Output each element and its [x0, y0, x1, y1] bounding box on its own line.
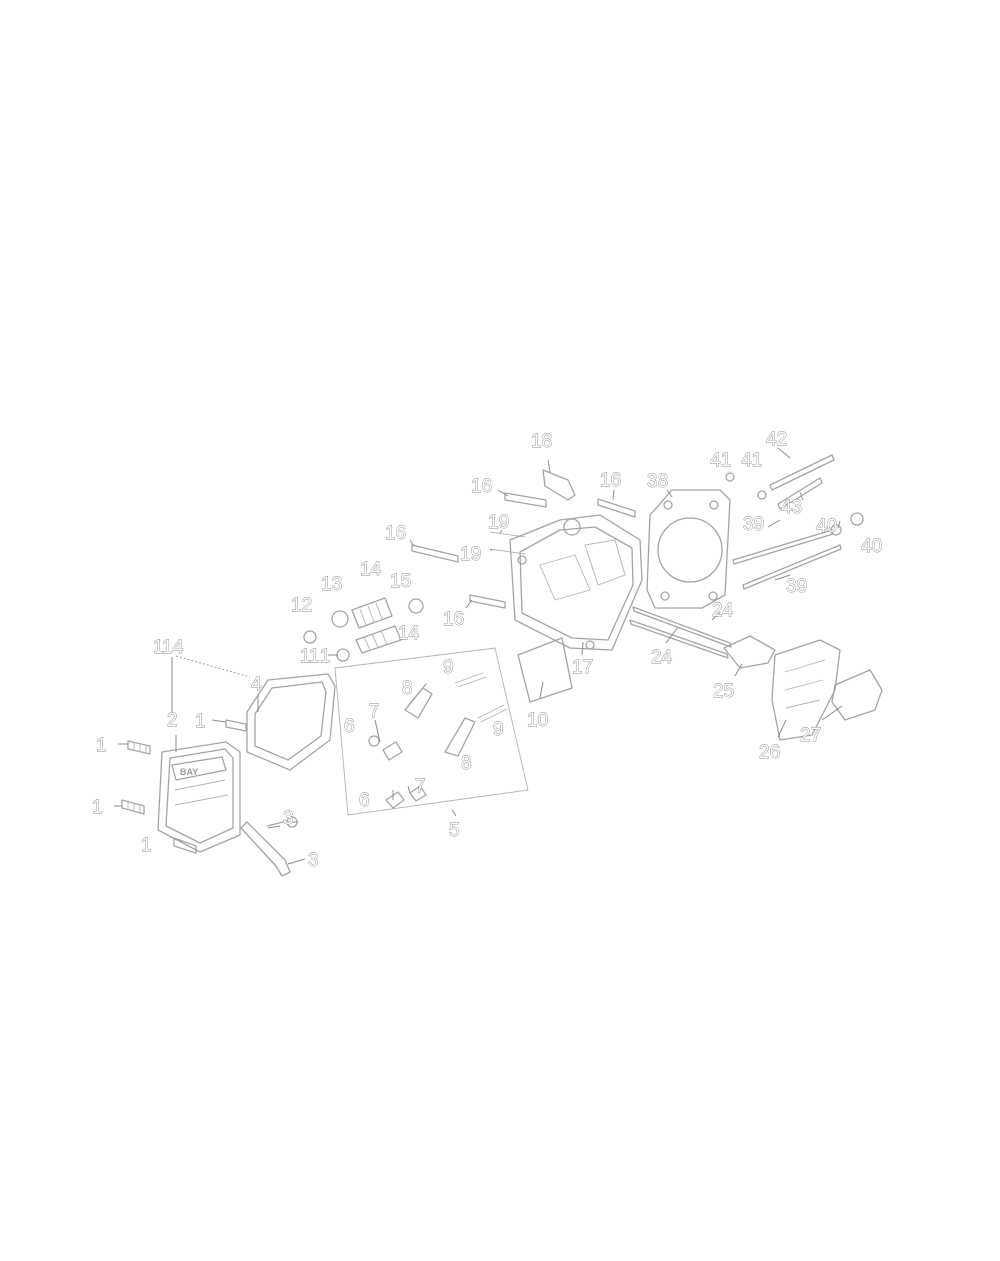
- callout-1: 1: [96, 735, 107, 756]
- callout-1: 1: [320, 646, 331, 667]
- callout-6: 6: [344, 716, 355, 737]
- spark-plug-part: [542, 469, 576, 501]
- callout-14: 14: [360, 559, 382, 580]
- rocker-assembly-part: [368, 672, 508, 809]
- valve-cover-part: BAY: [157, 741, 241, 853]
- callout-6: 6: [359, 790, 370, 811]
- callout-1: 1: [141, 835, 152, 856]
- callout-7: 7: [369, 701, 380, 722]
- leader-lines: [114, 447, 843, 865]
- callout-7: 7: [415, 776, 426, 797]
- callout-3: 3: [283, 808, 294, 829]
- callout-42: 42: [766, 429, 787, 450]
- callout-12: 12: [291, 595, 312, 616]
- callout-40: 40: [816, 516, 837, 537]
- callout-2: 2: [167, 710, 178, 731]
- cover-gasket-part: [246, 673, 336, 771]
- callout-19: 19: [488, 512, 509, 533]
- callout-14: 14: [398, 623, 420, 644]
- svg-text:BAY: BAY: [180, 767, 198, 777]
- callout-16: 16: [443, 609, 464, 630]
- callout-8: 8: [402, 678, 413, 699]
- callout-40: 40: [861, 536, 882, 557]
- cylinder-head-part: [509, 514, 643, 651]
- callout-27: 27: [800, 725, 821, 746]
- valve-spring-part: [303, 597, 424, 662]
- callout-24: 24: [712, 600, 734, 621]
- callout-labels: 1 1 1 1 1 2 3 3 4 5 6 6 7 7 8 8 9 9 10 1…: [92, 429, 883, 872]
- head-gasket-part: [646, 489, 731, 609]
- breather-tube-part: [240, 816, 299, 877]
- callout-8: 8: [461, 753, 472, 774]
- callout-26: 26: [759, 742, 780, 763]
- callout-17: 17: [572, 657, 593, 678]
- callout-18: 18: [531, 431, 552, 452]
- valve-assembly-box: [334, 647, 529, 816]
- callout-9: 9: [493, 719, 504, 740]
- callout-41: 41: [741, 450, 762, 471]
- cover-bolt-part: [121, 719, 247, 854]
- callout-1: 1: [195, 711, 206, 732]
- intake-manifold-part: [771, 639, 841, 741]
- callout-24: 24: [651, 647, 673, 668]
- callout-3: 3: [308, 850, 319, 871]
- callout-39: 39: [743, 514, 764, 535]
- callout-16: 16: [600, 470, 621, 491]
- callout-114: 114: [153, 637, 184, 658]
- callout-15: 15: [390, 571, 411, 592]
- callout-41: 41: [710, 450, 731, 471]
- callout-13: 13: [321, 574, 342, 595]
- callout-38: 38: [647, 471, 668, 492]
- callout-4: 4: [251, 674, 262, 695]
- push-rod-part: [629, 606, 732, 659]
- nut-washer-part: [725, 472, 864, 536]
- callout-5: 5: [449, 820, 460, 841]
- callout-43: 43: [781, 497, 802, 518]
- callout-9: 9: [443, 657, 454, 678]
- callout-10: 10: [527, 710, 548, 731]
- intake-gasket-part: [723, 635, 776, 669]
- callout-25: 25: [713, 681, 734, 702]
- rocker-gasket-part: [517, 637, 573, 703]
- carburetor-gasket-part: [831, 669, 883, 721]
- callout-1: 1: [92, 797, 103, 818]
- callout-19: 19: [460, 544, 481, 565]
- callout-16: 16: [385, 523, 406, 544]
- callout-39: 39: [786, 576, 807, 597]
- callout-11: 11: [300, 646, 320, 667]
- callout-16: 16: [471, 476, 492, 497]
